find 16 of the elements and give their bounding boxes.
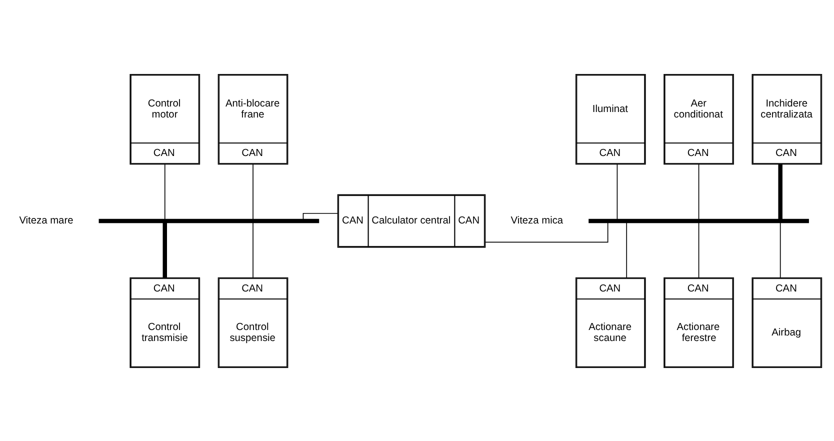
connector <box>778 164 782 218</box>
connector <box>698 222 700 278</box>
connector <box>252 222 254 278</box>
label: Viteza mare <box>19 215 74 226</box>
node-bar <box>588 218 809 223</box>
connector <box>626 222 628 278</box>
connector <box>164 164 166 219</box>
connector <box>302 212 338 220</box>
connector <box>162 222 167 278</box>
node-bar <box>98 218 320 223</box>
connector <box>780 222 781 278</box>
connector <box>485 222 608 242</box>
connector <box>252 164 254 219</box>
label: Viteza mica <box>510 215 564 226</box>
connector <box>698 164 700 219</box>
connector <box>616 164 618 219</box>
